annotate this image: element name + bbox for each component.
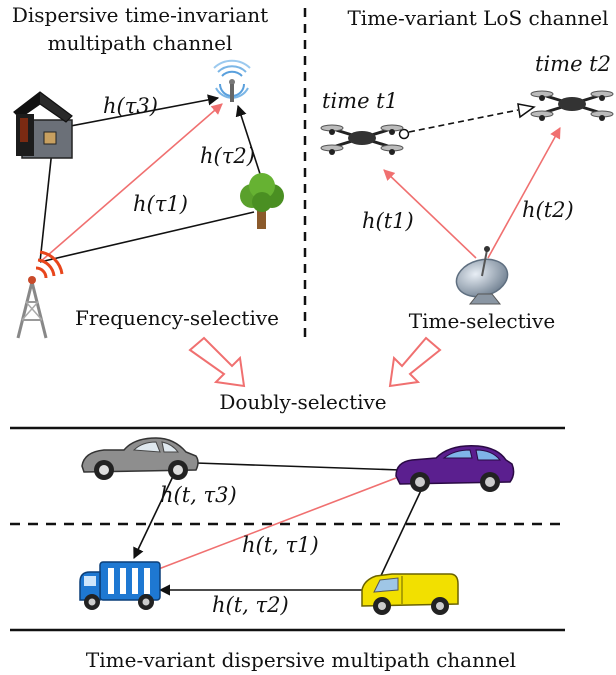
wifi-antenna-icon xyxy=(213,59,251,102)
top-right-title: Time-variant LoS channel xyxy=(347,6,608,30)
selective-arrow-right xyxy=(388,336,442,388)
bottom-caption: Time-variant dispersive multipath channe… xyxy=(86,648,516,672)
drone-start-marker xyxy=(398,128,410,140)
label-h-tau2: h(τ2) xyxy=(200,144,255,168)
los-path-to-drone-t1 xyxy=(383,169,477,259)
label-h-t1: h(t1) xyxy=(362,209,414,233)
sedan-icon xyxy=(395,445,515,492)
vintage-car-icon xyxy=(81,437,199,480)
time-t2-label: time t2 xyxy=(535,52,611,76)
time-selective-caption: Time-selective xyxy=(409,309,555,333)
label-h-t2: h(t2) xyxy=(522,198,574,222)
path-vintage-car-to-truck xyxy=(133,469,177,560)
path-vintage-car-to-sedan xyxy=(195,462,401,471)
label-h-t-tau2: h(t, τ2) xyxy=(212,593,289,617)
time-t1-label: time t1 xyxy=(322,89,398,113)
drone-motion-path xyxy=(408,109,519,133)
path-house-to-ap xyxy=(59,94,220,129)
path-tower-to-tree xyxy=(39,211,255,263)
drone-motion-arrowhead xyxy=(517,103,536,119)
doubly-selective-caption: Doubly-selective xyxy=(219,390,386,414)
label-h-tau3: h(τ3) xyxy=(103,94,158,118)
satellite-dish-icon xyxy=(455,246,509,305)
drone-icon xyxy=(320,124,404,155)
frequency-selective-caption: Frequency-selective xyxy=(75,306,279,330)
drone-icon xyxy=(530,90,614,121)
van-icon xyxy=(361,573,459,615)
path-los-tower-to-ap xyxy=(39,103,223,263)
top-left-title-line1: Dispersive time-invariant xyxy=(12,3,268,27)
selective-arrow-left xyxy=(188,336,246,388)
truck-icon xyxy=(79,561,161,610)
path-tower-to-house xyxy=(39,149,53,263)
top-left-title-line2: multipath channel xyxy=(48,31,233,55)
label-h-t-tau1: h(t, τ1) xyxy=(242,533,319,557)
path-los-sedan-to-truck xyxy=(155,477,397,571)
radio-tower-icon xyxy=(16,250,64,339)
path-sedan-to-van xyxy=(377,483,425,583)
house-icon xyxy=(13,91,73,159)
path-tree-to-ap xyxy=(235,104,263,181)
label-h-t-tau3: h(t, τ3) xyxy=(160,483,237,507)
tree-icon xyxy=(240,173,284,229)
label-h-tau1: h(τ1) xyxy=(133,192,188,216)
los-path-to-drone-t2 xyxy=(487,127,561,259)
